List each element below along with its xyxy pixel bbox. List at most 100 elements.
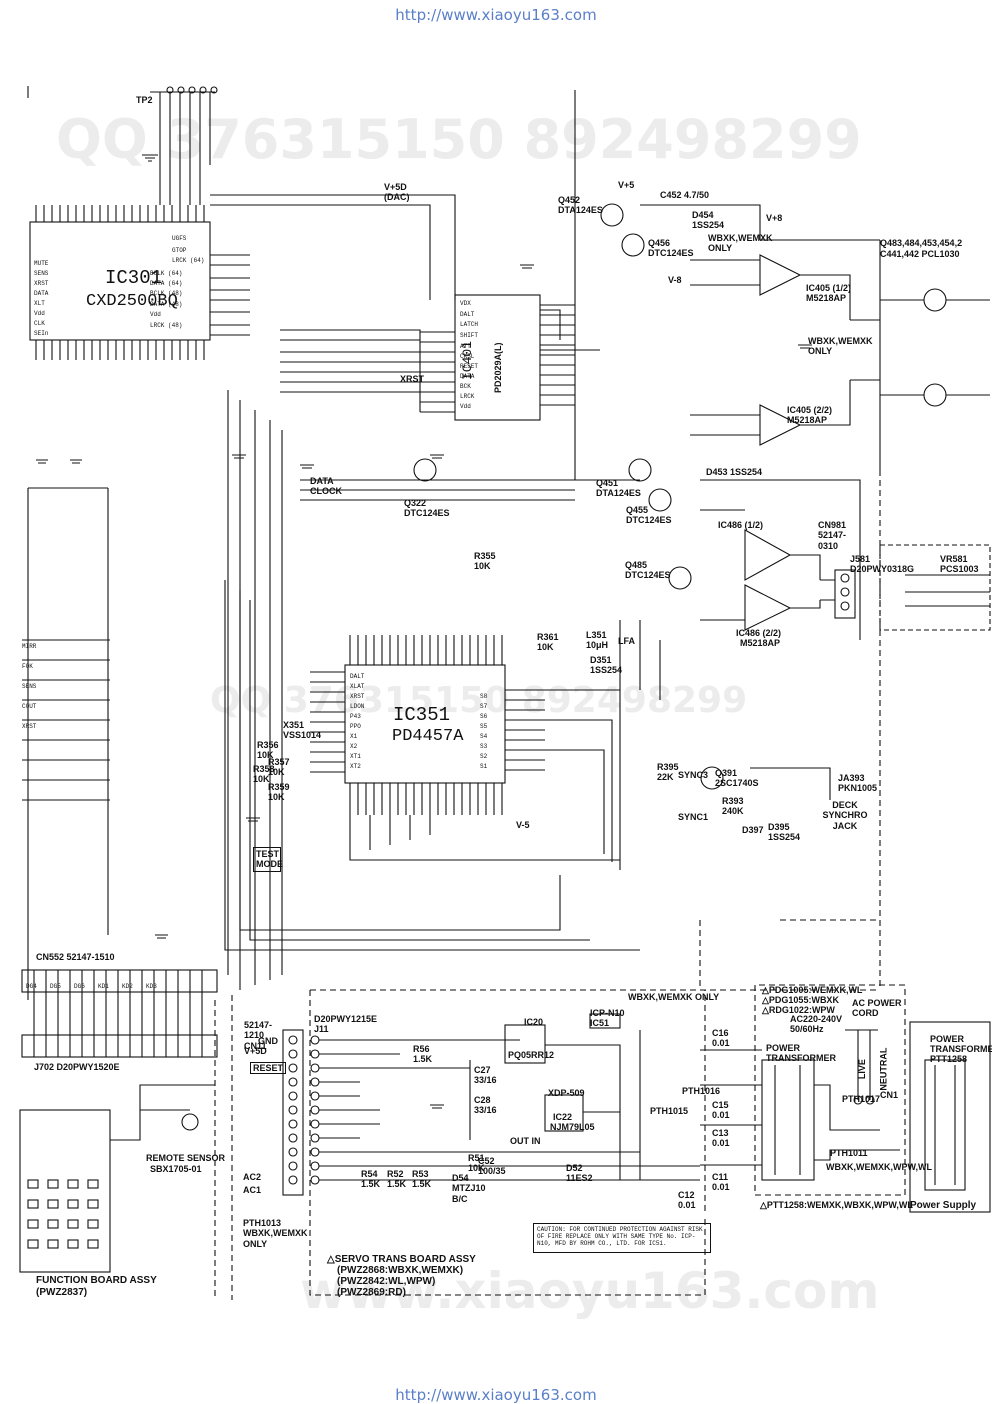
tp2-label: TP2 xyxy=(136,95,153,105)
ic486b-ref: IC486 (2/2) xyxy=(736,628,782,638)
svg-text:RESET: RESET xyxy=(460,363,478,370)
l351-label: L351 10μH xyxy=(586,630,609,651)
power-supply-label: Power Supply xyxy=(910,1200,977,1211)
neutral-label: NEUTRAL xyxy=(878,1047,889,1091)
d52-label: D52 11ES2 xyxy=(566,1163,593,1184)
svg-text:S8: S8 xyxy=(480,693,488,700)
svg-text:BCK: BCK xyxy=(460,383,471,390)
svg-text:S7: S7 xyxy=(480,703,488,710)
r53-label: R53 1.5K xyxy=(412,1169,432,1190)
q456-label: Q456 DTC124ES xyxy=(648,238,694,259)
function-board-title: FUNCTION BOARD ASSY xyxy=(36,1275,157,1286)
ic301-bottom-pins xyxy=(35,340,205,360)
ic301-top-pins xyxy=(35,205,205,222)
vminus5-label: V-5 xyxy=(516,820,530,830)
v45d-label: V+5D xyxy=(244,1046,267,1056)
power-transformer-label: POWER TRANSFORMER xyxy=(766,1043,836,1064)
r51-label: R51 10K xyxy=(468,1153,485,1174)
svg-text:Vdd: Vdd xyxy=(150,311,161,318)
pth1013-label: PTH1013 WBXK,WEMXK ONLY xyxy=(243,1218,308,1249)
ic405a-part: M5218AP xyxy=(806,293,847,303)
svg-text:SENS: SENS xyxy=(34,270,49,277)
c12-label: C12 0.01 xyxy=(678,1190,696,1211)
servo-board-line2: (PWZ2842:WL,WPW) xyxy=(337,1276,436,1287)
r358-label: R358 10K xyxy=(253,764,275,785)
svg-text:S5: S5 xyxy=(480,723,488,730)
svg-text:S4: S4 xyxy=(480,733,488,740)
cn11-label: 52147-1210 CN11 xyxy=(244,1020,273,1051)
out-in-label: OUT IN xyxy=(510,1136,541,1146)
svg-text:DG6: DG6 xyxy=(74,983,85,990)
svg-text:Vdd: Vdd xyxy=(34,310,45,317)
j11-connector xyxy=(282,1029,304,1196)
power-transformer-body xyxy=(761,1059,815,1181)
svg-text:VDX: VDX xyxy=(460,300,471,307)
svg-text:XRST: XRST xyxy=(22,723,37,730)
r357-label: R357 10K xyxy=(268,757,290,778)
header-url[interactable]: http://www.xiaoyu163.com xyxy=(395,6,597,24)
svg-text:MIRR: MIRR xyxy=(22,643,37,650)
r393-label: R393 240K xyxy=(722,796,744,817)
servo-board-line3: (PWZ2869:RD) xyxy=(337,1287,406,1298)
svg-text:KD1: KD1 xyxy=(98,983,109,990)
test-mode-label: TEST MODE xyxy=(253,847,283,872)
svg-text:CLK: CLK xyxy=(34,320,45,327)
vr581-label: VR581 PCS1003 xyxy=(940,554,979,575)
svg-text:FOK: FOK xyxy=(22,663,33,670)
q455-label: Q455 DTC124ES xyxy=(626,505,672,526)
ic22-ref: IC22 xyxy=(553,1112,573,1122)
d453-label: D453 1SS254 xyxy=(706,467,763,477)
servo-board-line1: (PWZ2868:WBXK,WEMXK) xyxy=(337,1265,464,1276)
sync3-label: SYNC3 xyxy=(678,770,709,780)
r359-label: R359 10K xyxy=(268,782,290,803)
c452-label: C452 4.7/50 xyxy=(660,190,710,200)
svg-text:DATA: DATA xyxy=(460,373,475,380)
rdg1022-label: △RDG1022:WPW xyxy=(762,1005,835,1015)
xrst-net-label: XRST xyxy=(400,374,425,384)
q391-label: Q391 2SC1740S xyxy=(715,768,759,789)
d397-label: D397 xyxy=(742,825,764,835)
svg-text:S3: S3 xyxy=(480,743,488,750)
wbxk-wpw-note: WBXK,WEMXK,WPW,WL xyxy=(826,1162,932,1172)
ja393-label: JA393 PKN1005 xyxy=(838,773,878,794)
svg-text:DG4: DG4 xyxy=(26,983,37,990)
q485-label: Q485 DTC124ES xyxy=(625,560,671,581)
svg-text:DALT: DALT xyxy=(460,311,475,318)
svg-text:BCLK (48): BCLK (48) xyxy=(150,290,182,297)
sync1-label: SYNC1 xyxy=(678,812,709,822)
cn981-label: CN981 52147-0310 xyxy=(818,520,847,551)
vplus5-label: V+5 xyxy=(618,180,635,190)
ic22-part: NJM79L05 xyxy=(550,1122,595,1132)
svg-text:DALT: DALT xyxy=(350,673,365,680)
xdp-label: XDP-509 xyxy=(548,1088,585,1098)
j702-label: J702 D20PWY1520E xyxy=(34,1062,120,1072)
ac-voltage-label: AC220-240V 50/60Hz xyxy=(790,1014,843,1035)
ac-power-cord-label: AC POWER CORD xyxy=(852,998,902,1019)
svg-text:XT1: XT1 xyxy=(350,753,361,760)
ic486b-part: M5218AP xyxy=(740,638,781,648)
pdg1005-label: △PDG1005:WEMXK,WL xyxy=(762,985,863,995)
svg-text:MUTE: MUTE xyxy=(34,260,49,267)
svg-text:GTOP: GTOP xyxy=(172,247,187,254)
q452-label: Q452 DTA124ES xyxy=(558,195,603,216)
live-label: LIVE xyxy=(856,1059,867,1080)
ptt1258-label: PTT1258 xyxy=(930,1054,968,1064)
r54-label: R54 1.5K xyxy=(361,1169,381,1190)
svg-text:KD3: KD3 xyxy=(146,983,157,990)
svg-text:P43: P43 xyxy=(350,713,361,720)
remote-sensor-label: REMOTE SENSOR xyxy=(146,1153,226,1163)
svg-text:XLAT: XLAT xyxy=(350,683,365,690)
ic486a-symbol xyxy=(744,529,792,581)
wbxk-note-2: WBXK,WEMXK ONLY xyxy=(808,336,873,357)
ic301-part: CXD2500BQ xyxy=(86,292,178,311)
v45dac-label: V+5D (DAC) xyxy=(384,182,410,203)
c441-label: C441,442 PCL1030 xyxy=(880,249,960,259)
vplus8-label: V+8 xyxy=(766,213,783,223)
footer-url[interactable]: http://www.xiaoyu163.com xyxy=(395,1386,597,1404)
d395-label: D395 1SS254 xyxy=(768,822,801,843)
pth1017-label: PTH1017 xyxy=(842,1094,881,1104)
pth1015-label: PTH1015 xyxy=(650,1106,689,1116)
ic20-body xyxy=(504,1024,546,1064)
svg-text:DATA (64): DATA (64) xyxy=(150,280,182,287)
